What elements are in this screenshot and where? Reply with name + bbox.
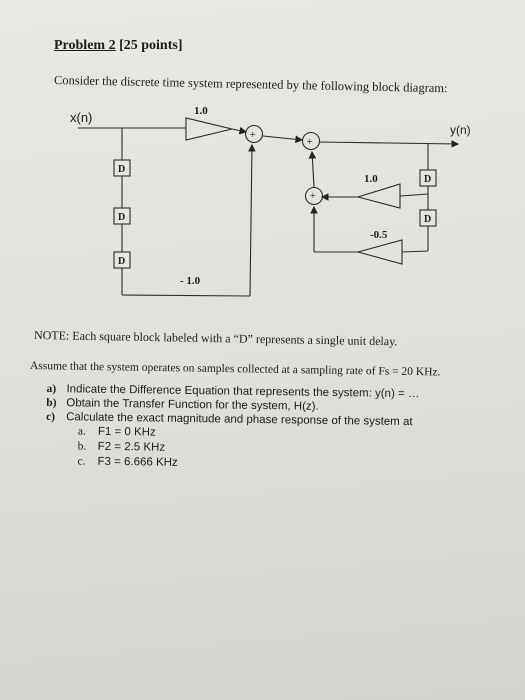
delay-label-5: D (424, 214, 431, 225)
problem-points: [25 points] (119, 38, 183, 53)
input-label: x(n) (70, 110, 92, 125)
intro-text: Consider the discrete time system repres… (53, 73, 448, 96)
task-list: a) Indicate the Difference Equation that… (45, 382, 419, 474)
delay-label-1: D (118, 164, 125, 175)
frequency-marker: a. (77, 425, 86, 438)
adder-3-up (308, 150, 317, 188)
gain-top-out (231, 126, 248, 135)
gain-feedback-label: -0.5 (370, 229, 388, 241)
gain-fb-in (401, 250, 429, 253)
delay-label-4: D (424, 174, 431, 185)
gain-right-label: 1.0 (364, 173, 378, 185)
delay-label-2: D (118, 212, 125, 223)
adder-3-sign: + (310, 191, 316, 202)
delay-box-1 (113, 159, 131, 177)
adder-2-sign: + (307, 136, 313, 148)
task-marker: c) (46, 411, 56, 424)
gain-fb-triangle (355, 239, 403, 265)
gain-bottom-label: - 1.0 (180, 275, 201, 287)
problem-number: Problem 2 (54, 38, 116, 53)
frequency-text: F1 = 0 KHz (97, 425, 156, 439)
frequency-text: F3 = 6.666 KHz (97, 455, 178, 469)
task-marker: b) (46, 397, 57, 410)
delay-box-4 (419, 169, 437, 187)
gain-right-triangle (355, 183, 401, 209)
delay-box-3 (113, 251, 131, 269)
assumption-text: Assume that the system operates on sampl… (29, 360, 441, 379)
gain-right-in (399, 193, 429, 197)
adder-1 (244, 124, 264, 144)
frequency-text: F2 = 2.5 KHz (97, 440, 166, 454)
note-text: NOTE: Each square block labeled with a “… (33, 328, 398, 349)
output-label: y(n) (450, 123, 471, 137)
task-marker: a) (46, 383, 57, 396)
output-line (319, 140, 460, 148)
frequency-marker: c. (77, 455, 86, 468)
adder-link (262, 135, 304, 144)
bottom-line (121, 294, 251, 297)
block-diagram: x(n) y(n) 1.0 1.0 -0.5 - 1.0 D D D D D +… (70, 105, 471, 297)
adder-2 (301, 131, 321, 151)
delay-box-2 (113, 207, 131, 225)
adder-1-sign: + (250, 129, 256, 141)
problem-title: Problem 2 [25 points] (54, 38, 182, 54)
bottom-up-line (248, 143, 256, 297)
frequency-marker: b. (77, 440, 87, 453)
delay-label-3: D (118, 256, 125, 267)
adder-3 (304, 186, 324, 206)
gain-top-label: 1.0 (194, 105, 208, 117)
gain-top-triangle (185, 117, 233, 141)
delay-box-5 (419, 209, 437, 227)
